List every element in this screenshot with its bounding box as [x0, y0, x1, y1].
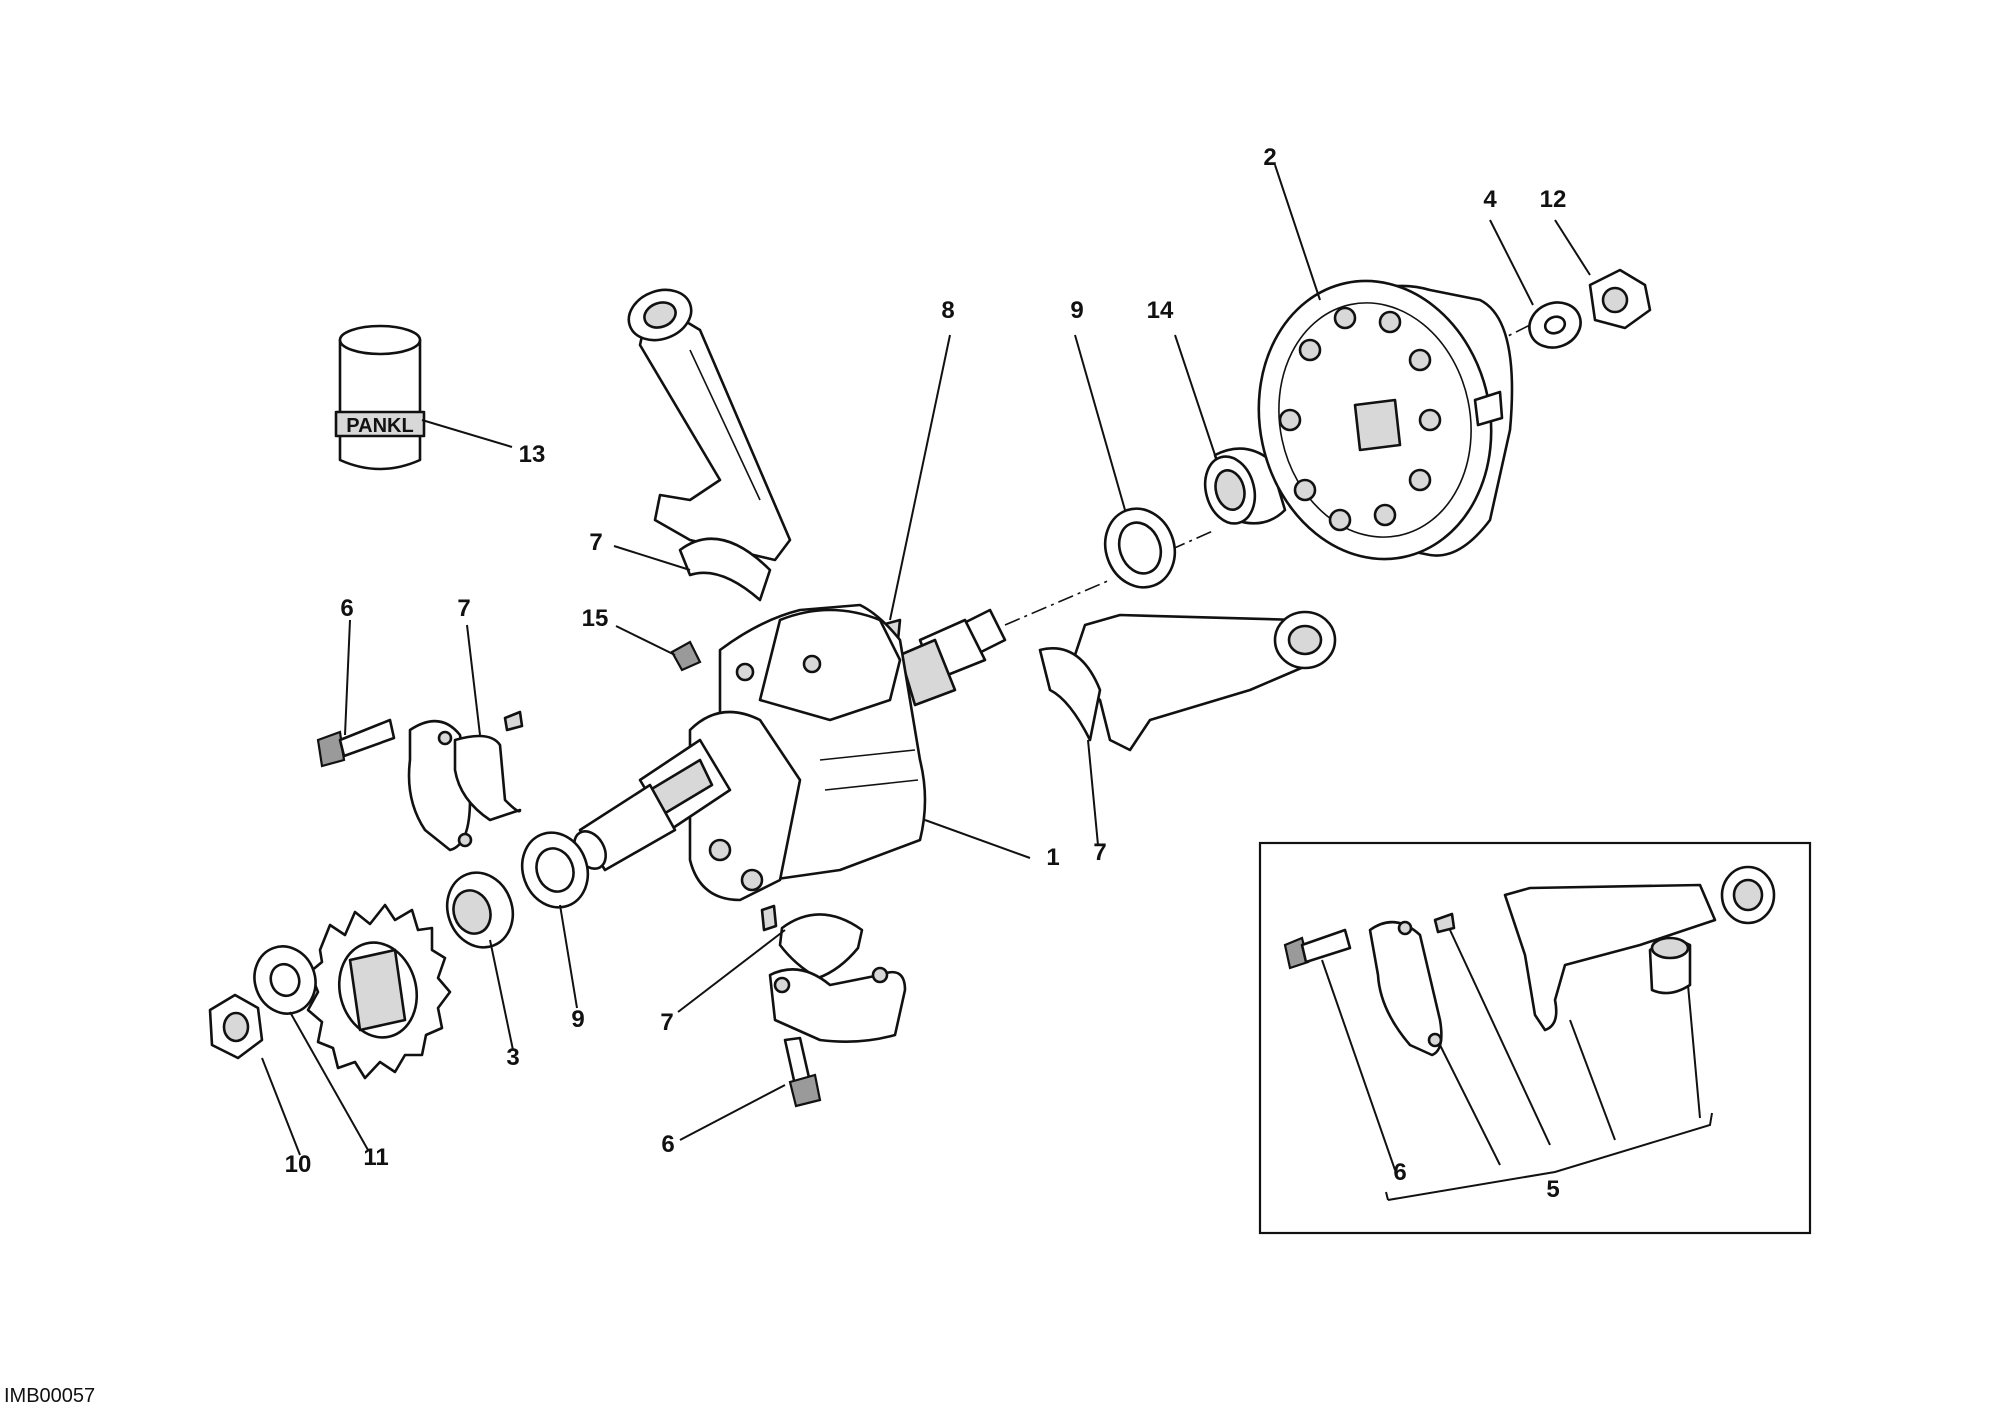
callout-plug: 15 — [582, 605, 609, 632]
shim-left — [520, 831, 590, 909]
callout-grease: 13 — [519, 441, 546, 468]
drawing-code: IMB00057 — [4, 1385, 95, 1407]
callout-half-bearing-bottom: 7 — [660, 1009, 673, 1036]
callout-bush: 3 — [506, 1044, 519, 1071]
callout-half-bearing-right: 7 — [1093, 839, 1106, 866]
callout-key: 8 — [941, 297, 954, 324]
callout-conrod-kit: 5 — [1546, 1176, 1559, 1203]
callout-half-bearing-left: 7 — [457, 595, 470, 622]
grease-tube: PANKL — [334, 324, 426, 471]
connecting-rod-right — [1068, 610, 1337, 752]
washer-11 — [253, 945, 317, 1015]
callout-screw-top: 6 — [340, 595, 353, 622]
half-bearing-bottom — [778, 913, 864, 980]
callout-washer-4: 4 — [1483, 186, 1497, 213]
callout-half-bearing-top: 7 — [589, 529, 602, 556]
nut-12 — [1588, 268, 1652, 330]
callout-crankshaft: 1 — [1046, 844, 1059, 871]
half-bearing-right — [1038, 647, 1102, 742]
callout-screw-inset: 6 — [1393, 1159, 1406, 1186]
nut-10 — [208, 993, 264, 1060]
screw-bottom — [783, 1036, 822, 1108]
callout-flywheel: 2 — [1263, 144, 1276, 171]
callout-washer-11: 11 — [363, 1144, 388, 1171]
shim-right — [1103, 507, 1177, 589]
callout-nut-12: 12 — [1540, 186, 1567, 213]
dowel-pin-top — [503, 710, 524, 732]
connecting-rod-top — [627, 288, 792, 562]
dowel-pin-bottom — [760, 904, 778, 932]
centre-axis — [1004, 579, 1111, 626]
timing-gear — [306, 903, 452, 1080]
callout-shim-right: 9 — [1070, 297, 1083, 324]
spacer — [1203, 447, 1287, 525]
half-bearing-top — [678, 537, 772, 602]
washer-4 — [1528, 301, 1582, 349]
flywheel — [1257, 279, 1514, 561]
callout-screw-bottom: 6 — [661, 1131, 674, 1158]
callout-shim-left: 9 — [571, 1006, 584, 1033]
screw-top — [316, 718, 396, 768]
callouts: 1 2 3 4 5 6 6 6 7 7 7 7 8 9 9 10 11 12 1… — [285, 144, 1567, 1203]
half-bearing-left — [453, 734, 522, 822]
bush-3 — [445, 871, 515, 949]
grease-brand-label: PANKL — [346, 415, 413, 437]
callout-spacer: 14 — [1147, 297, 1174, 324]
bearing-cap-bottom — [768, 966, 907, 1043]
plug-screw — [670, 640, 702, 672]
crankshaft — [572, 603, 1007, 902]
callout-nut-10: 10 — [285, 1151, 312, 1178]
kit-inset — [1258, 841, 1812, 1235]
leader-lines — [261, 164, 1591, 1156]
